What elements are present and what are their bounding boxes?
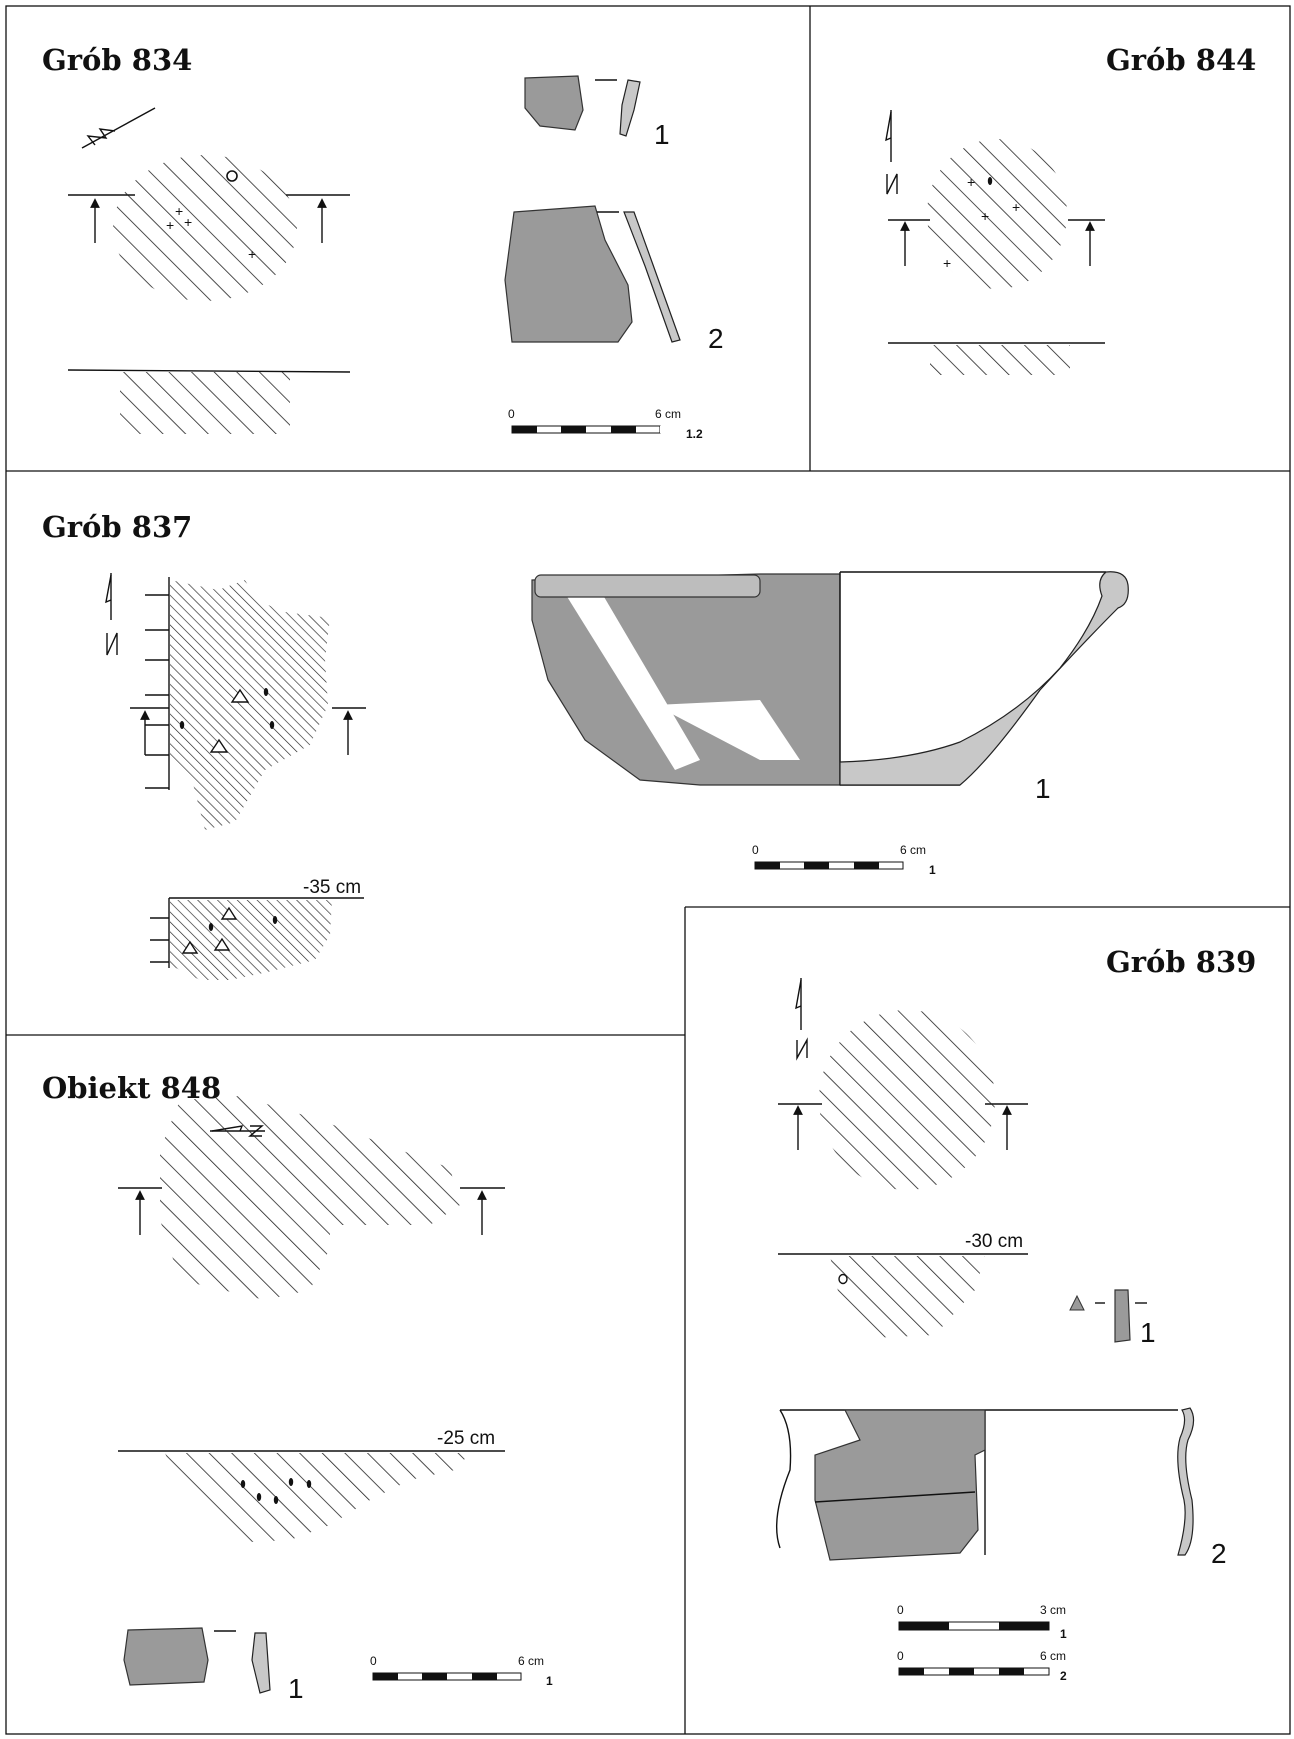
grave-834-plan: + + + +	[68, 155, 350, 301]
find-number: 1	[1035, 773, 1051, 804]
grave-837-scale-bar: 0 6 cm 1	[752, 843, 936, 877]
svg-text:0: 0	[897, 1603, 904, 1617]
grave-834-title: Grób 834	[42, 43, 192, 77]
grave-837-plan	[130, 577, 366, 830]
grave-834-find-1: 1	[524, 75, 670, 150]
grave-837-find-1: 1	[531, 571, 1129, 804]
svg-text:0: 0	[508, 407, 515, 421]
grave-839-scale-bars: 0 3 cm 1 0 6 cm 2	[897, 1603, 1067, 1683]
svg-text:1: 1	[1060, 1627, 1067, 1641]
grave-837-panel: Grób 837 -35 cm	[42, 510, 1129, 980]
object-848-find-1: 1	[123, 1627, 304, 1704]
object-848-panel: Obiekt 848 -25 cm 1	[42, 1071, 553, 1704]
panel-frames	[5, 5, 1291, 1735]
svg-text:6 cm: 6 cm	[655, 407, 681, 421]
depth-label: -25 cm	[437, 1428, 495, 1449]
svg-text:+: +	[175, 203, 183, 219]
svg-text:3 cm: 3 cm	[1040, 1603, 1066, 1617]
svg-text:1: 1	[546, 1674, 553, 1688]
svg-text:6 cm: 6 cm	[1040, 1649, 1066, 1663]
svg-text:+: +	[166, 217, 174, 233]
find-number: 1	[288, 1673, 304, 1704]
grave-839-title: Grób 839	[1106, 945, 1256, 979]
find-number: 1	[654, 119, 670, 150]
north-arrow-icon	[795, 978, 808, 1061]
svg-text:+: +	[943, 255, 951, 271]
grave-844-plan: + + + +	[888, 139, 1105, 289]
object-848-plan	[118, 1096, 505, 1300]
svg-text:+: +	[981, 208, 989, 224]
grave-834-find-2: 2	[504, 205, 724, 354]
grave-834-panel: Grób 834 + + + + 1	[42, 43, 724, 441]
grave-837-section: -35 cm	[150, 877, 364, 980]
svg-text:+: +	[1012, 199, 1020, 215]
grave-834-section	[67, 369, 351, 434]
depth-label: -30 cm	[965, 1231, 1023, 1252]
grave-837-title: Grób 837	[42, 510, 192, 544]
object-848-scale-bar: 0 6 cm 1	[370, 1654, 553, 1688]
svg-text:+: +	[248, 246, 256, 262]
svg-text:1.2: 1.2	[686, 427, 703, 441]
grave-839-plan	[778, 1010, 1028, 1190]
find-number: 1	[1140, 1317, 1156, 1348]
grave-844-section	[888, 342, 1105, 375]
svg-text:1: 1	[929, 863, 936, 877]
grave-839-section: -30 cm	[778, 1231, 1028, 1338]
svg-text:6 cm: 6 cm	[900, 843, 926, 857]
grave-839-panel: Grób 839 -30 cm 1	[776, 945, 1256, 1683]
svg-text:0: 0	[752, 843, 759, 857]
svg-text:2: 2	[1060, 1669, 1067, 1683]
svg-text:0: 0	[897, 1649, 904, 1663]
north-arrow-icon	[81, 107, 156, 149]
svg-text:+: +	[184, 214, 192, 230]
grave-834-scale-bar: 0 6 cm 1.2	[508, 407, 703, 441]
grave-844-title: Grób 844	[1106, 43, 1256, 77]
grave-844-panel: Grób 844 + + + +	[885, 43, 1256, 375]
svg-text:+: +	[967, 174, 975, 190]
find-number: 2	[1211, 1538, 1227, 1569]
depth-label: -35 cm	[303, 877, 361, 898]
object-848-section: -25 cm	[118, 1428, 505, 1542]
north-arrow-icon	[105, 573, 118, 656]
svg-text:0: 0	[370, 1654, 377, 1668]
grave-839-find-2: 2	[776, 1407, 1227, 1569]
grave-839-find-1: 1	[1069, 1289, 1156, 1348]
north-arrow-icon	[885, 110, 898, 195]
svg-text:6 cm: 6 cm	[518, 1654, 544, 1668]
find-number: 2	[708, 323, 724, 354]
